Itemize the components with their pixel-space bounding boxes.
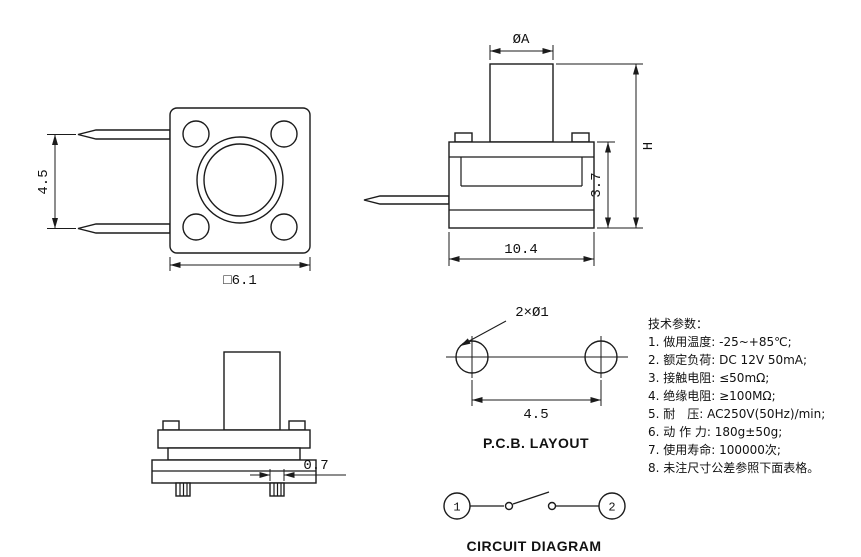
spec-list: 技术参数： 1. 做用温度: -25~+85℃; 2. 额定负荷: DC 12V… [648, 316, 825, 475]
dim-label-body-height: 3.7 [589, 172, 605, 197]
top-view-pin-upper [77, 129, 171, 140]
side-view-tab-left [454, 132, 473, 143]
front-view-mid [167, 447, 301, 461]
front-view-cover [157, 429, 311, 449]
dim-label-body-width: 10.4 [504, 242, 538, 258]
side-view-plunger [489, 63, 554, 143]
dim-body-square: □6.1 [169, 257, 311, 289]
circuit-contact-right [547, 501, 557, 511]
pcb-holes-label: 2×Ø1 [515, 305, 549, 321]
front-view-tab-left [162, 420, 180, 431]
side-view: ØA 3.7 H 10.4 [363, 32, 657, 266]
top-view-pin-lower [77, 223, 171, 234]
pcb-hole-1 [455, 340, 489, 374]
spec-item-6: 6. 动 作 力: 180g±50g; [648, 425, 782, 439]
spec-item-8: 8. 未注尺寸公差参照下面表格。 [648, 460, 819, 475]
dim-label-plunger-diameter: ØA [513, 32, 530, 48]
spec-item-7: 7. 使用寿命: 100000次; [648, 442, 781, 457]
spec-item-1: 1. 做用温度: -25~+85℃; [648, 334, 792, 349]
pcb-layout-title: P.C.B. LAYOUT [483, 435, 589, 451]
spec-title: 技术参数： [648, 316, 708, 331]
circuit-switch-lever [512, 491, 550, 505]
dim-total-height: H [556, 63, 657, 229]
circuit-diagram: 1 2 CIRCUIT DIAGRAM [443, 491, 626, 554]
top-view-button-outer [196, 136, 284, 224]
circuit-contact-left [504, 501, 514, 511]
side-view-pin [363, 195, 450, 205]
dim-body-height: 3.7 [589, 141, 615, 228]
spec-item-5: 5. 耐 压: AC250V(50Hz)/min; [648, 407, 825, 421]
top-view-corner-dome [270, 120, 298, 148]
front-view-tab-right [288, 420, 306, 431]
circuit-diagram-title: CIRCUIT DIAGRAM [466, 538, 601, 554]
side-view-body [448, 141, 595, 229]
pcb-hole-leader [459, 320, 507, 347]
circuit-terminal-1-label: 1 [453, 501, 460, 515]
top-view-corner-dome [182, 120, 210, 148]
dim-hole-pitch: 4.5 [471, 380, 602, 423]
side-view-tab-right [571, 132, 590, 143]
front-view: 0.7 [151, 351, 346, 497]
pcb-hole-2 [584, 340, 618, 374]
front-view-pin-right [269, 482, 285, 497]
dim-label-pin-pitch: 4.5 [36, 169, 52, 194]
top-view-corner-dome [182, 213, 210, 241]
top-view-body [169, 107, 311, 254]
top-view-corner-dome [270, 213, 298, 241]
front-view-plunger [223, 351, 281, 431]
dim-pin-pitch: 4.5 [36, 134, 76, 229]
spec-item-2: 2. 额定负荷: DC 12V 50mA; [648, 352, 807, 367]
spec-item-3: 3. 接触电阻: ≤50mΩ; [648, 370, 769, 385]
dim-pin-thickness: 0.7 [250, 458, 346, 481]
dim-label-hole-pitch: 4.5 [523, 407, 548, 423]
dim-label-body-square: □6.1 [223, 273, 257, 289]
top-view-button-inner [203, 143, 277, 217]
dim-body-width: 10.4 [448, 232, 595, 266]
dim-label-pin-thickness: 0.7 [303, 458, 328, 474]
dim-plunger-diameter: ØA [489, 32, 554, 60]
top-view: 4.5 □6.1 [36, 107, 311, 289]
pcb-layout: 2×Ø1 4.5 P.C.B. LAYOUT [446, 305, 628, 451]
front-view-pin-left [175, 482, 191, 497]
circuit-terminal-2-label: 2 [608, 501, 615, 515]
dim-label-total-height: H [641, 142, 657, 150]
spec-item-4: 4. 绝缘电阻: ≥100MΩ; [648, 388, 776, 403]
